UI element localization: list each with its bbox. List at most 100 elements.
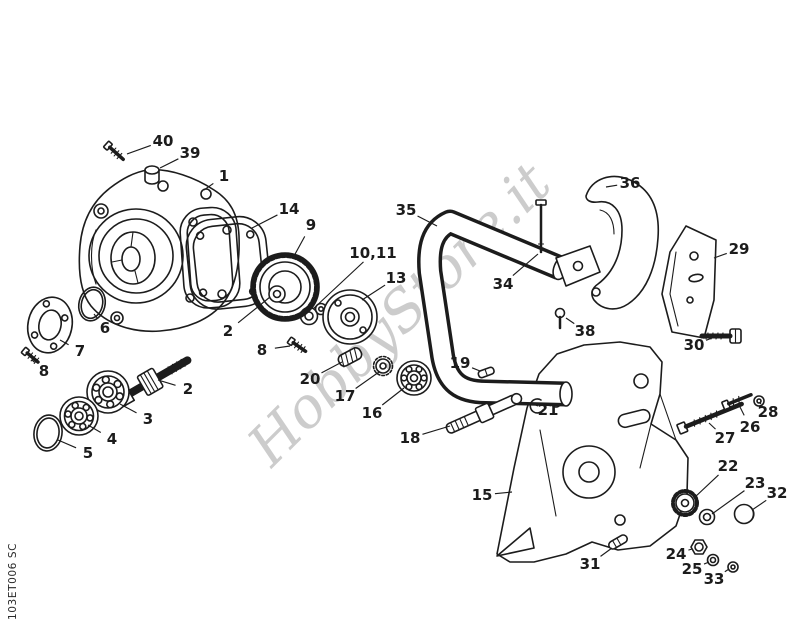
part-2-crankshaft: [115, 356, 192, 408]
part-25-washer: [706, 553, 720, 567]
part-20-worm-spring: [337, 347, 363, 368]
part-8-screw-middle: [286, 336, 308, 354]
leader-line-32: [751, 499, 767, 511]
leader-line-5: [57, 439, 77, 449]
leader-line-40: [126, 144, 151, 155]
part-label-17: 17: [335, 387, 356, 405]
part-18-oil-pump-shaft: [445, 392, 523, 434]
part-label-10-11: 10,11: [349, 244, 396, 262]
leader-line-18: [422, 425, 451, 435]
leader-line-30: [705, 337, 713, 341]
leader-line-26: [739, 406, 745, 416]
part-19-pin: [477, 366, 495, 379]
leader-line-14: [251, 214, 278, 229]
part-34-handle-bolt: [535, 199, 547, 254]
leader-line-20: [321, 361, 343, 374]
part-label-19: 19: [450, 354, 471, 372]
part-3-ball-bearing: [86, 370, 130, 414]
part-label-7: 7: [75, 342, 85, 360]
part-label-32: 32: [767, 484, 788, 502]
part-36-handle-molding: [555, 175, 660, 310]
part-label-34: 34: [493, 275, 514, 293]
leader-line-9: [293, 236, 306, 257]
part-label-1: 1: [219, 167, 229, 185]
part-label-5: 5: [83, 444, 93, 462]
leader-line-35: [417, 215, 438, 227]
leader-line-10-11: [312, 261, 364, 310]
part-label-31: 31: [580, 555, 601, 573]
leader-line-1: [203, 182, 214, 191]
part-label-16: 16: [362, 404, 383, 422]
part-label-38: 38: [575, 322, 596, 340]
part-30-screw: [699, 328, 742, 344]
part-label-39: 39: [180, 144, 201, 162]
leader-line-4: [87, 424, 102, 433]
part-16-ball-bearing: [396, 360, 432, 396]
part-label-21: 21: [538, 401, 559, 419]
part-label-40: 40: [153, 132, 174, 150]
part-29-guide-plate: [661, 225, 717, 339]
leader-line-36: [605, 184, 618, 188]
part-label-27: 27: [715, 429, 736, 447]
part-label-18: 18: [400, 429, 421, 447]
part-label-13: 13: [386, 269, 407, 287]
part-17-gear: [372, 355, 394, 377]
part-label-8: 8: [257, 341, 267, 359]
leader-line-22: [693, 474, 719, 499]
leader-line-29: [713, 252, 727, 259]
part-26-screw-short: [721, 393, 753, 411]
leader-line-2: [237, 296, 271, 324]
part-label-28: 28: [758, 403, 779, 421]
leader-line-6: [93, 313, 98, 319]
part-label-15: 15: [472, 486, 493, 504]
leader-line-27: [708, 422, 716, 430]
part-27-screw: [676, 401, 744, 435]
part-13-washer-plate: [322, 289, 378, 345]
leader-line-13: [361, 284, 386, 301]
part-label-14: 14: [279, 200, 300, 218]
part-39-plug: [144, 165, 160, 185]
leader-line-7: [59, 339, 69, 346]
leader-line-24: [688, 548, 693, 551]
part-23-washer: [698, 508, 716, 526]
part-label-3: 3: [143, 410, 153, 428]
part-label-8: 8: [39, 362, 49, 380]
leader-line-23: [711, 490, 745, 515]
part-label-36: 36: [620, 174, 641, 192]
part-label-24: 24: [666, 545, 687, 563]
part-label-26: 26: [740, 418, 761, 436]
part-31-pin: [608, 534, 628, 550]
part-32-cap: [733, 503, 755, 525]
leader-line-17: [355, 371, 380, 389]
leader-line-8: [31, 359, 35, 363]
part-7-cover-plate: [26, 296, 74, 354]
part-label-9: 9: [306, 216, 316, 234]
leader-line-33: [724, 568, 730, 573]
part-label-4: 4: [107, 430, 117, 448]
part-label-29: 29: [729, 240, 750, 258]
part-9-clutch-drum: [250, 252, 320, 322]
part-22-oil-pump-gear: [671, 489, 699, 517]
part-label-33: 33: [704, 570, 725, 588]
leader-line-8: [274, 345, 291, 349]
leader-line-2: [157, 379, 176, 386]
leader-line-19: [471, 367, 481, 372]
part-label-20: 20: [300, 370, 321, 388]
leader-line-31: [600, 547, 613, 557]
part-4-ball-bearing: [59, 396, 99, 436]
leader-line-34: [512, 253, 539, 276]
part-5-ring: [33, 414, 63, 452]
leader-line-38: [565, 317, 575, 325]
leader-line-28: [759, 401, 762, 405]
leader-line-21: [535, 404, 539, 407]
part-6-ring: [77, 286, 107, 322]
part-28-nut: [753, 395, 765, 407]
diagram-code: 103ET006 SC: [7, 543, 19, 620]
part-label-2: 2: [223, 322, 233, 340]
part-label-25: 25: [682, 560, 703, 578]
part-24-nut: [690, 539, 708, 555]
part-label-35: 35: [396, 201, 417, 219]
